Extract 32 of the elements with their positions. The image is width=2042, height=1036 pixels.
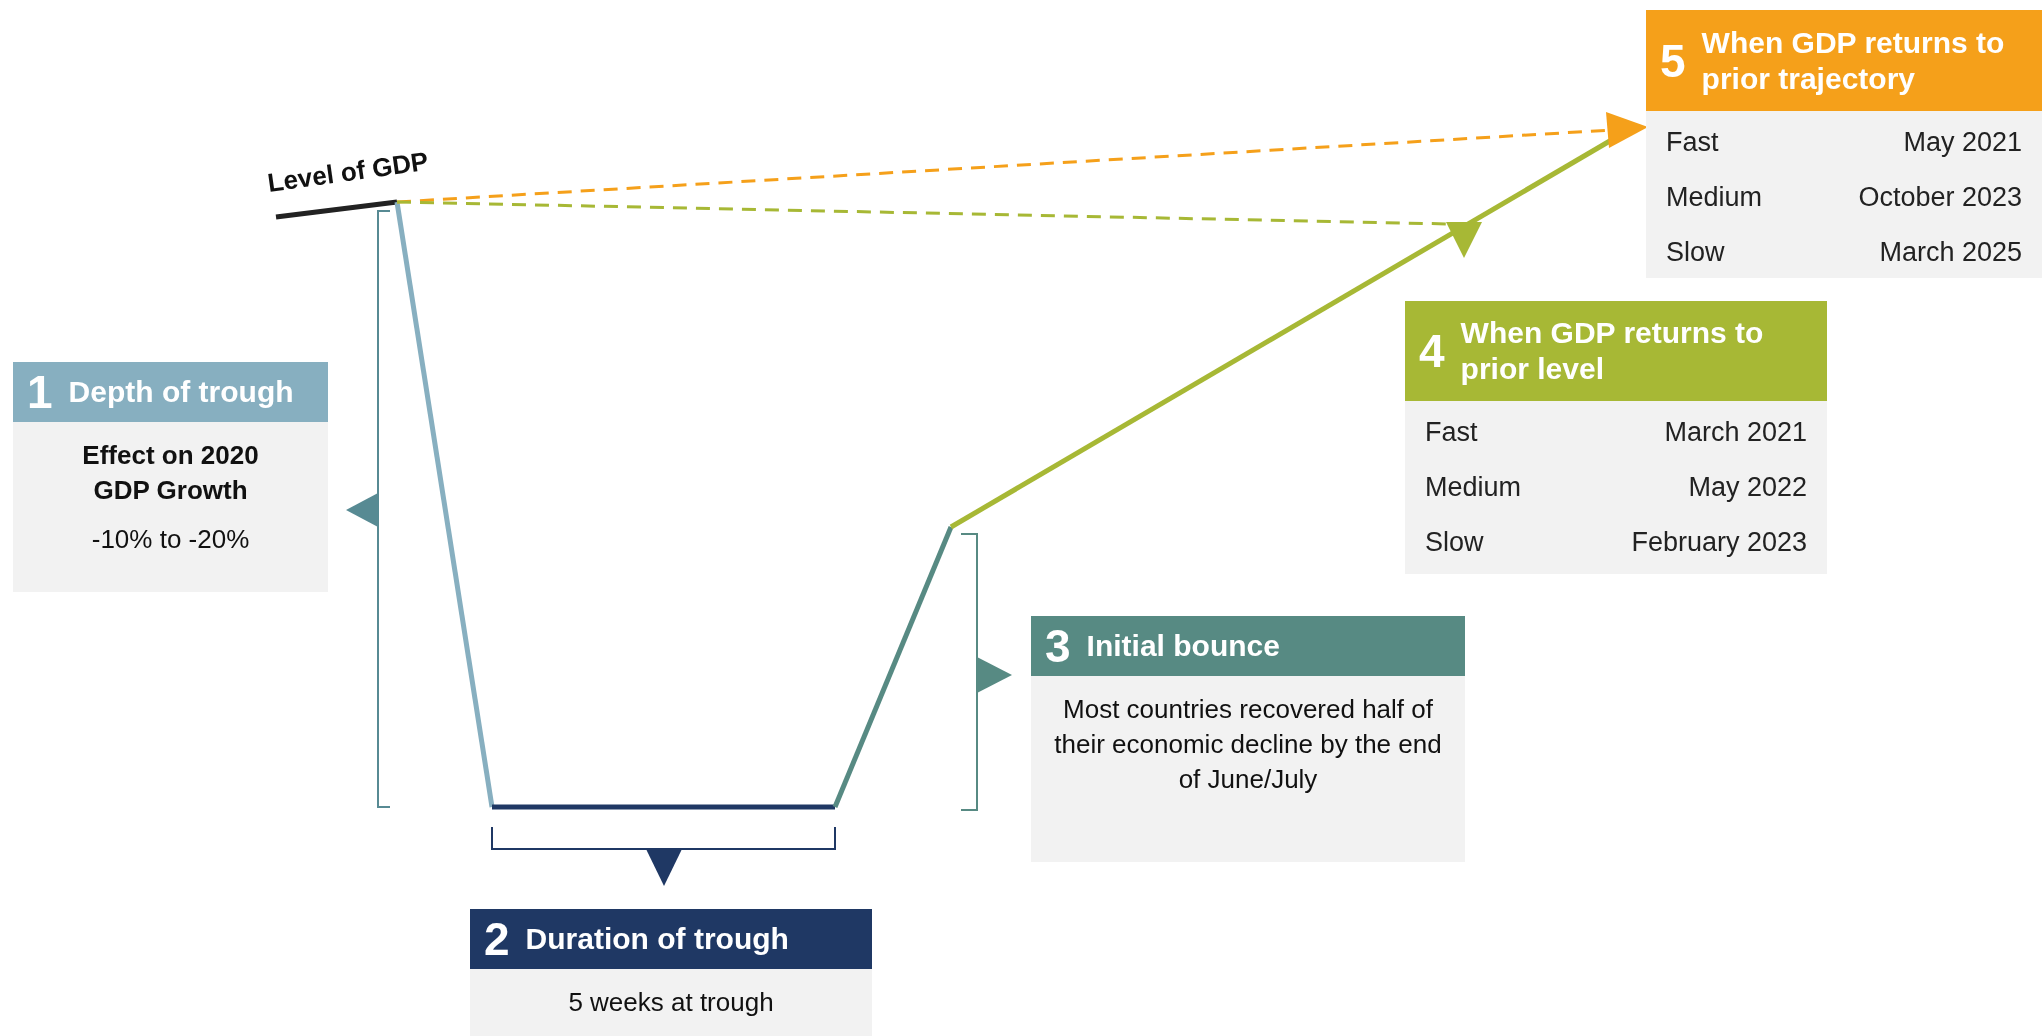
- step-number: 5: [1660, 37, 1686, 84]
- row-value: May 2021: [1903, 127, 2022, 158]
- row-label: Fast: [1425, 417, 1478, 448]
- row-label: Slow: [1425, 527, 1484, 558]
- card-title: Duration of trough: [525, 921, 789, 957]
- card-title: When GDP returns to prior level: [1460, 315, 1765, 387]
- row-label: Medium: [1425, 472, 1522, 503]
- callout-card: [470, 909, 872, 1036]
- step-number: 2: [484, 916, 510, 962]
- row-label: Medium: [1666, 182, 1763, 213]
- body-text: Effect on 2020 GDP Growth: [81, 439, 260, 508]
- row-value: October 2023: [1858, 182, 2022, 213]
- card-title: Initial bounce: [1086, 628, 1280, 664]
- row-value: March 2025: [1879, 237, 2022, 268]
- card-title: When GDP returns to prior trajectory: [1701, 24, 2006, 97]
- callout-card: [1031, 616, 1465, 862]
- row-label: Slow: [1666, 237, 1725, 268]
- body-text: 5 weeks at trough: [567, 986, 775, 1019]
- callout-card: [13, 362, 328, 592]
- step-number: 3: [1045, 623, 1071, 669]
- step-number: 1: [27, 369, 53, 415]
- card-title: Depth of trough: [68, 374, 294, 410]
- body-text: Most countries recovered half of their economic decline by the end of June/July: [1053, 693, 1443, 797]
- callout-card: [1405, 301, 1827, 574]
- row-value: May 2022: [1688, 472, 1807, 503]
- row-value: February 2023: [1631, 527, 1807, 558]
- axis-label: Level of GDP: [265, 145, 431, 199]
- row-value: March 2021: [1664, 417, 1807, 448]
- callout-card: [1646, 10, 2042, 278]
- body-text: -10% to -20%: [90, 523, 251, 557]
- row-label: Fast: [1666, 127, 1719, 158]
- step-number: 4: [1419, 328, 1445, 374]
